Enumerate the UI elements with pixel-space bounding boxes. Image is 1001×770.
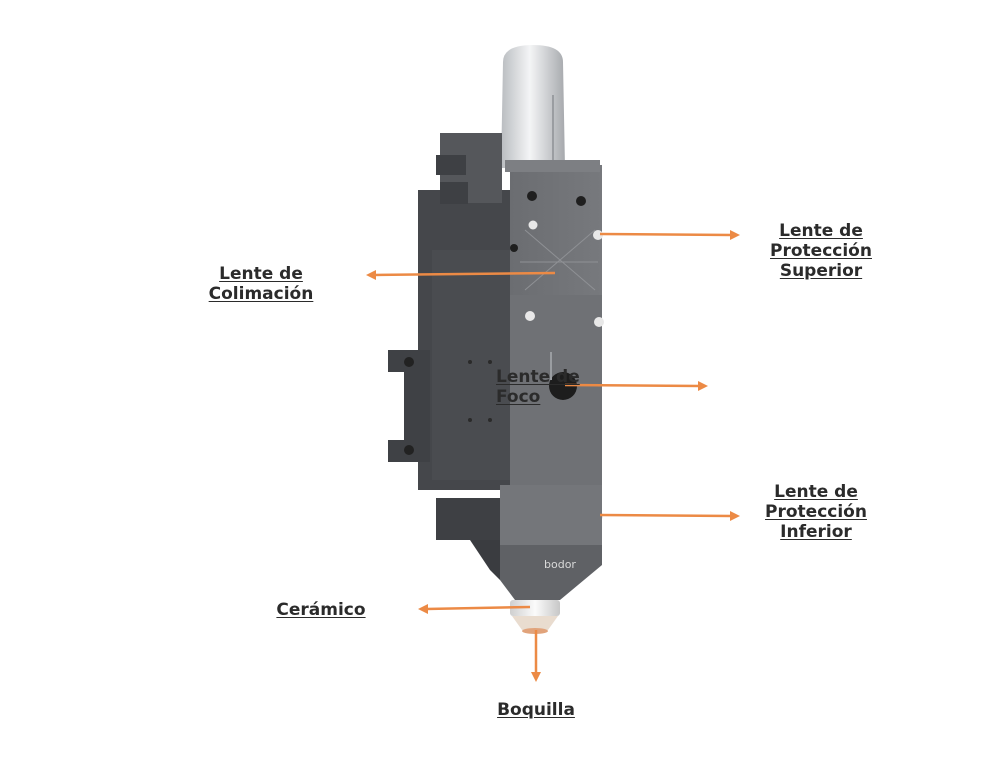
label-line: Lente de <box>496 367 580 387</box>
arrow-collimation <box>366 270 556 280</box>
label-focus-lens: Lente de Foco <box>496 367 580 407</box>
label-line: Boquilla <box>497 700 575 720</box>
label-line: Superior <box>779 261 863 281</box>
label-line: Protección <box>770 241 872 261</box>
arrow-ceramic <box>418 604 531 614</box>
label-lower-protection-lens: Lente de Protección Inferior <box>760 482 872 542</box>
callout-arrows <box>366 230 740 682</box>
label-line: Inferior <box>780 522 852 542</box>
label-collimation-lens: Lente de Colimación <box>202 264 320 304</box>
arrow-upper-protection <box>599 230 740 240</box>
label-line: Lente de <box>219 264 303 284</box>
label-line: Cerámico <box>276 600 366 620</box>
ceramic-and-nozzle <box>510 600 560 634</box>
brand-logo: bodor <box>544 558 576 571</box>
label-line: Foco <box>496 387 541 407</box>
rear-body-panel <box>418 133 518 490</box>
arrow-nozzle <box>531 630 541 682</box>
top-cylinder <box>501 45 565 168</box>
label-line: Lente de <box>774 482 858 502</box>
lower-block: bodor <box>436 485 602 600</box>
label-upper-protection-lens: Lente de Protección Superior <box>766 221 876 281</box>
label-line: Colimación <box>208 284 314 304</box>
label-ceramic: Cerámico <box>270 600 372 620</box>
label-line: Protección <box>765 502 867 522</box>
mounting-bracket <box>388 350 430 462</box>
label-line: Lente de <box>779 221 863 241</box>
cutting-head-illustration: bodor <box>388 45 604 634</box>
arrow-focus <box>564 381 708 391</box>
arrow-lower-protection <box>599 511 740 521</box>
label-nozzle: Boquilla <box>494 700 578 720</box>
